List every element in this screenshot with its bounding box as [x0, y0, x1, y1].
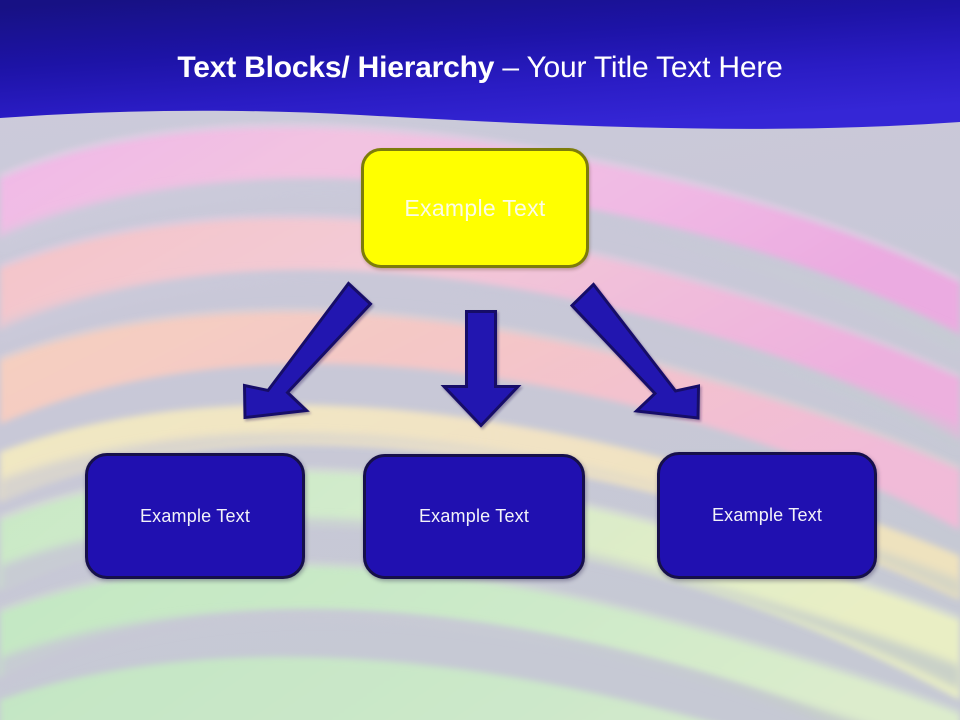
slide-title-normal: – Your Title Text Here — [502, 51, 783, 84]
hierarchy-child-node-2-label: Example Text — [418, 506, 530, 526]
slide-title: Text Blocks/ Hierarchy – Your Title Text… — [0, 50, 960, 86]
hierarchy-child-node-2[interactable]: Example Text — [363, 454, 585, 579]
hierarchy-top-node-label: Example Text — [404, 194, 546, 221]
hierarchy-child-node-1-label: Example Text — [139, 505, 251, 526]
arrow-center-down — [440, 310, 522, 428]
arrow-left-down — [242, 281, 373, 420]
hierarchy-child-node-3-label: Example Text — [711, 505, 823, 525]
arrow-right-down — [569, 282, 701, 420]
hierarchy-top-node[interactable]: Example Text — [361, 148, 589, 268]
slide-title-bold: Text Blocks/ Hierarchy — [177, 51, 503, 84]
hierarchy-child-node-1[interactable]: Example Text — [85, 453, 305, 579]
title-band — [0, 0, 960, 129]
hierarchy-child-node-3[interactable]: Example Text — [657, 452, 877, 579]
